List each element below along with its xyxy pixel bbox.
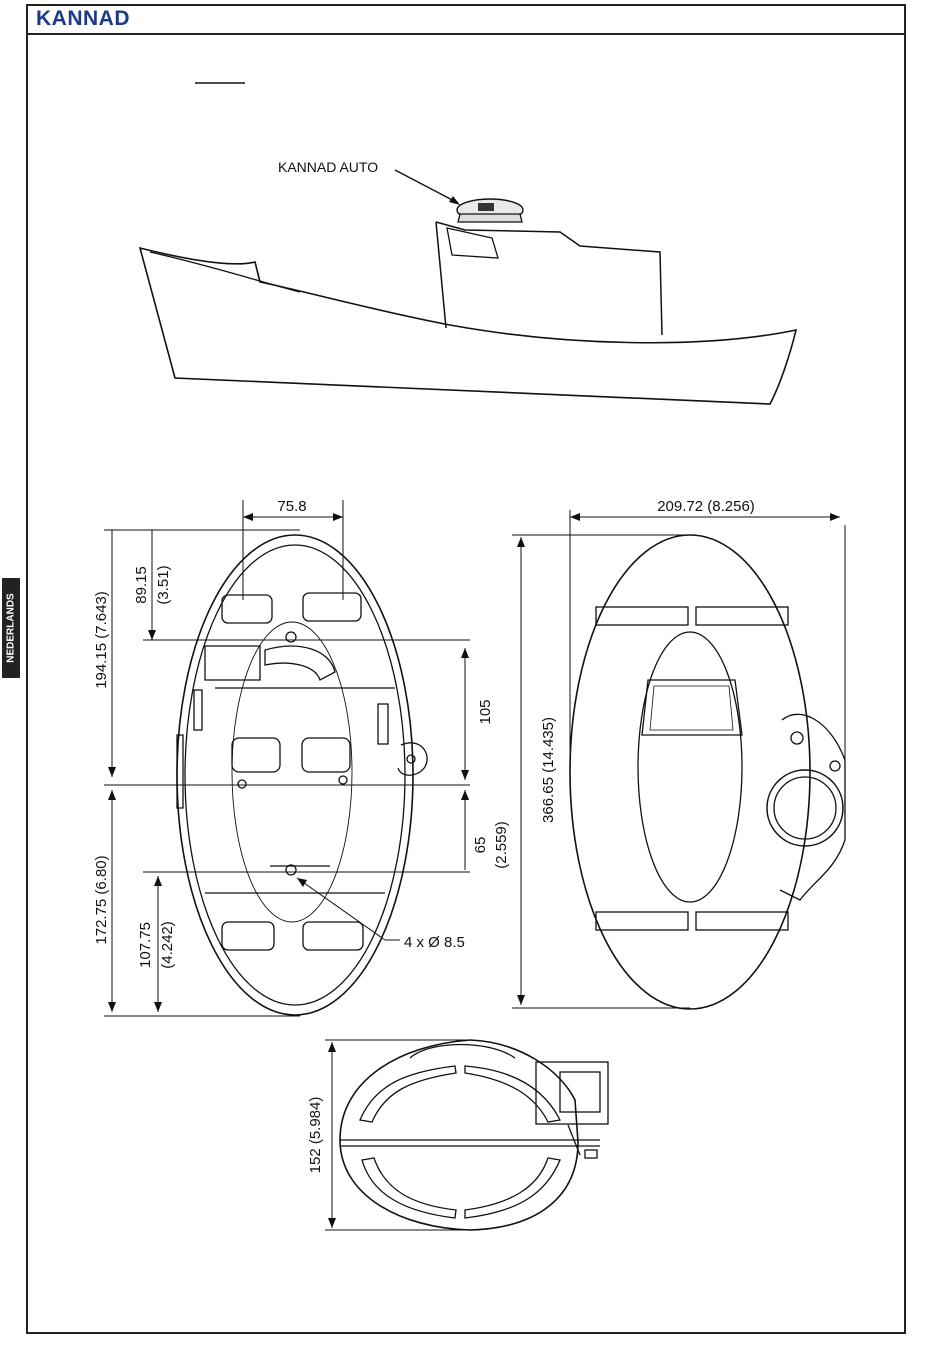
dim-upper-total: 194.15 (7.643)	[93, 591, 110, 689]
dim-hole-spacing-h-in: (2.559)	[493, 821, 510, 869]
dim-lower-total: 172.75 (6.80)	[93, 855, 110, 944]
dim-depth: 152 (5.984)	[307, 1097, 324, 1174]
boat-hull	[140, 248, 796, 404]
dim-overall-width: 209.72 (8.256)	[657, 498, 755, 515]
holes-callout: 4 x Ø 8.5	[404, 934, 465, 951]
dim-upper-height-mm: 89.15	[133, 566, 150, 604]
wheelhouse-window	[447, 228, 498, 258]
dim-overall-length: 366.65 (14.435)	[540, 717, 557, 823]
wheelhouse	[436, 222, 662, 335]
beacon-device	[457, 199, 523, 222]
dim-top-width: 75.8	[277, 498, 306, 515]
dim-hole-spacing-h-mm: 65	[472, 837, 489, 854]
device-label: KANNAD AUTO	[278, 159, 378, 175]
bracket-rear-view	[570, 535, 845, 1009]
rear-dimensions	[512, 510, 845, 1008]
dim-hole-spacing-v: 105	[477, 699, 494, 724]
bracket-side-view	[340, 1040, 608, 1230]
deck-line	[150, 252, 300, 292]
device-leader	[395, 170, 458, 203]
dim-upper-height-in: (3.51)	[155, 565, 172, 604]
bracket-front-view	[177, 535, 427, 1015]
dim-lower-height-in: (4.242)	[159, 921, 176, 969]
dim-lower-height-mm: 107.75	[137, 922, 154, 968]
boat-illustration	[140, 170, 796, 404]
